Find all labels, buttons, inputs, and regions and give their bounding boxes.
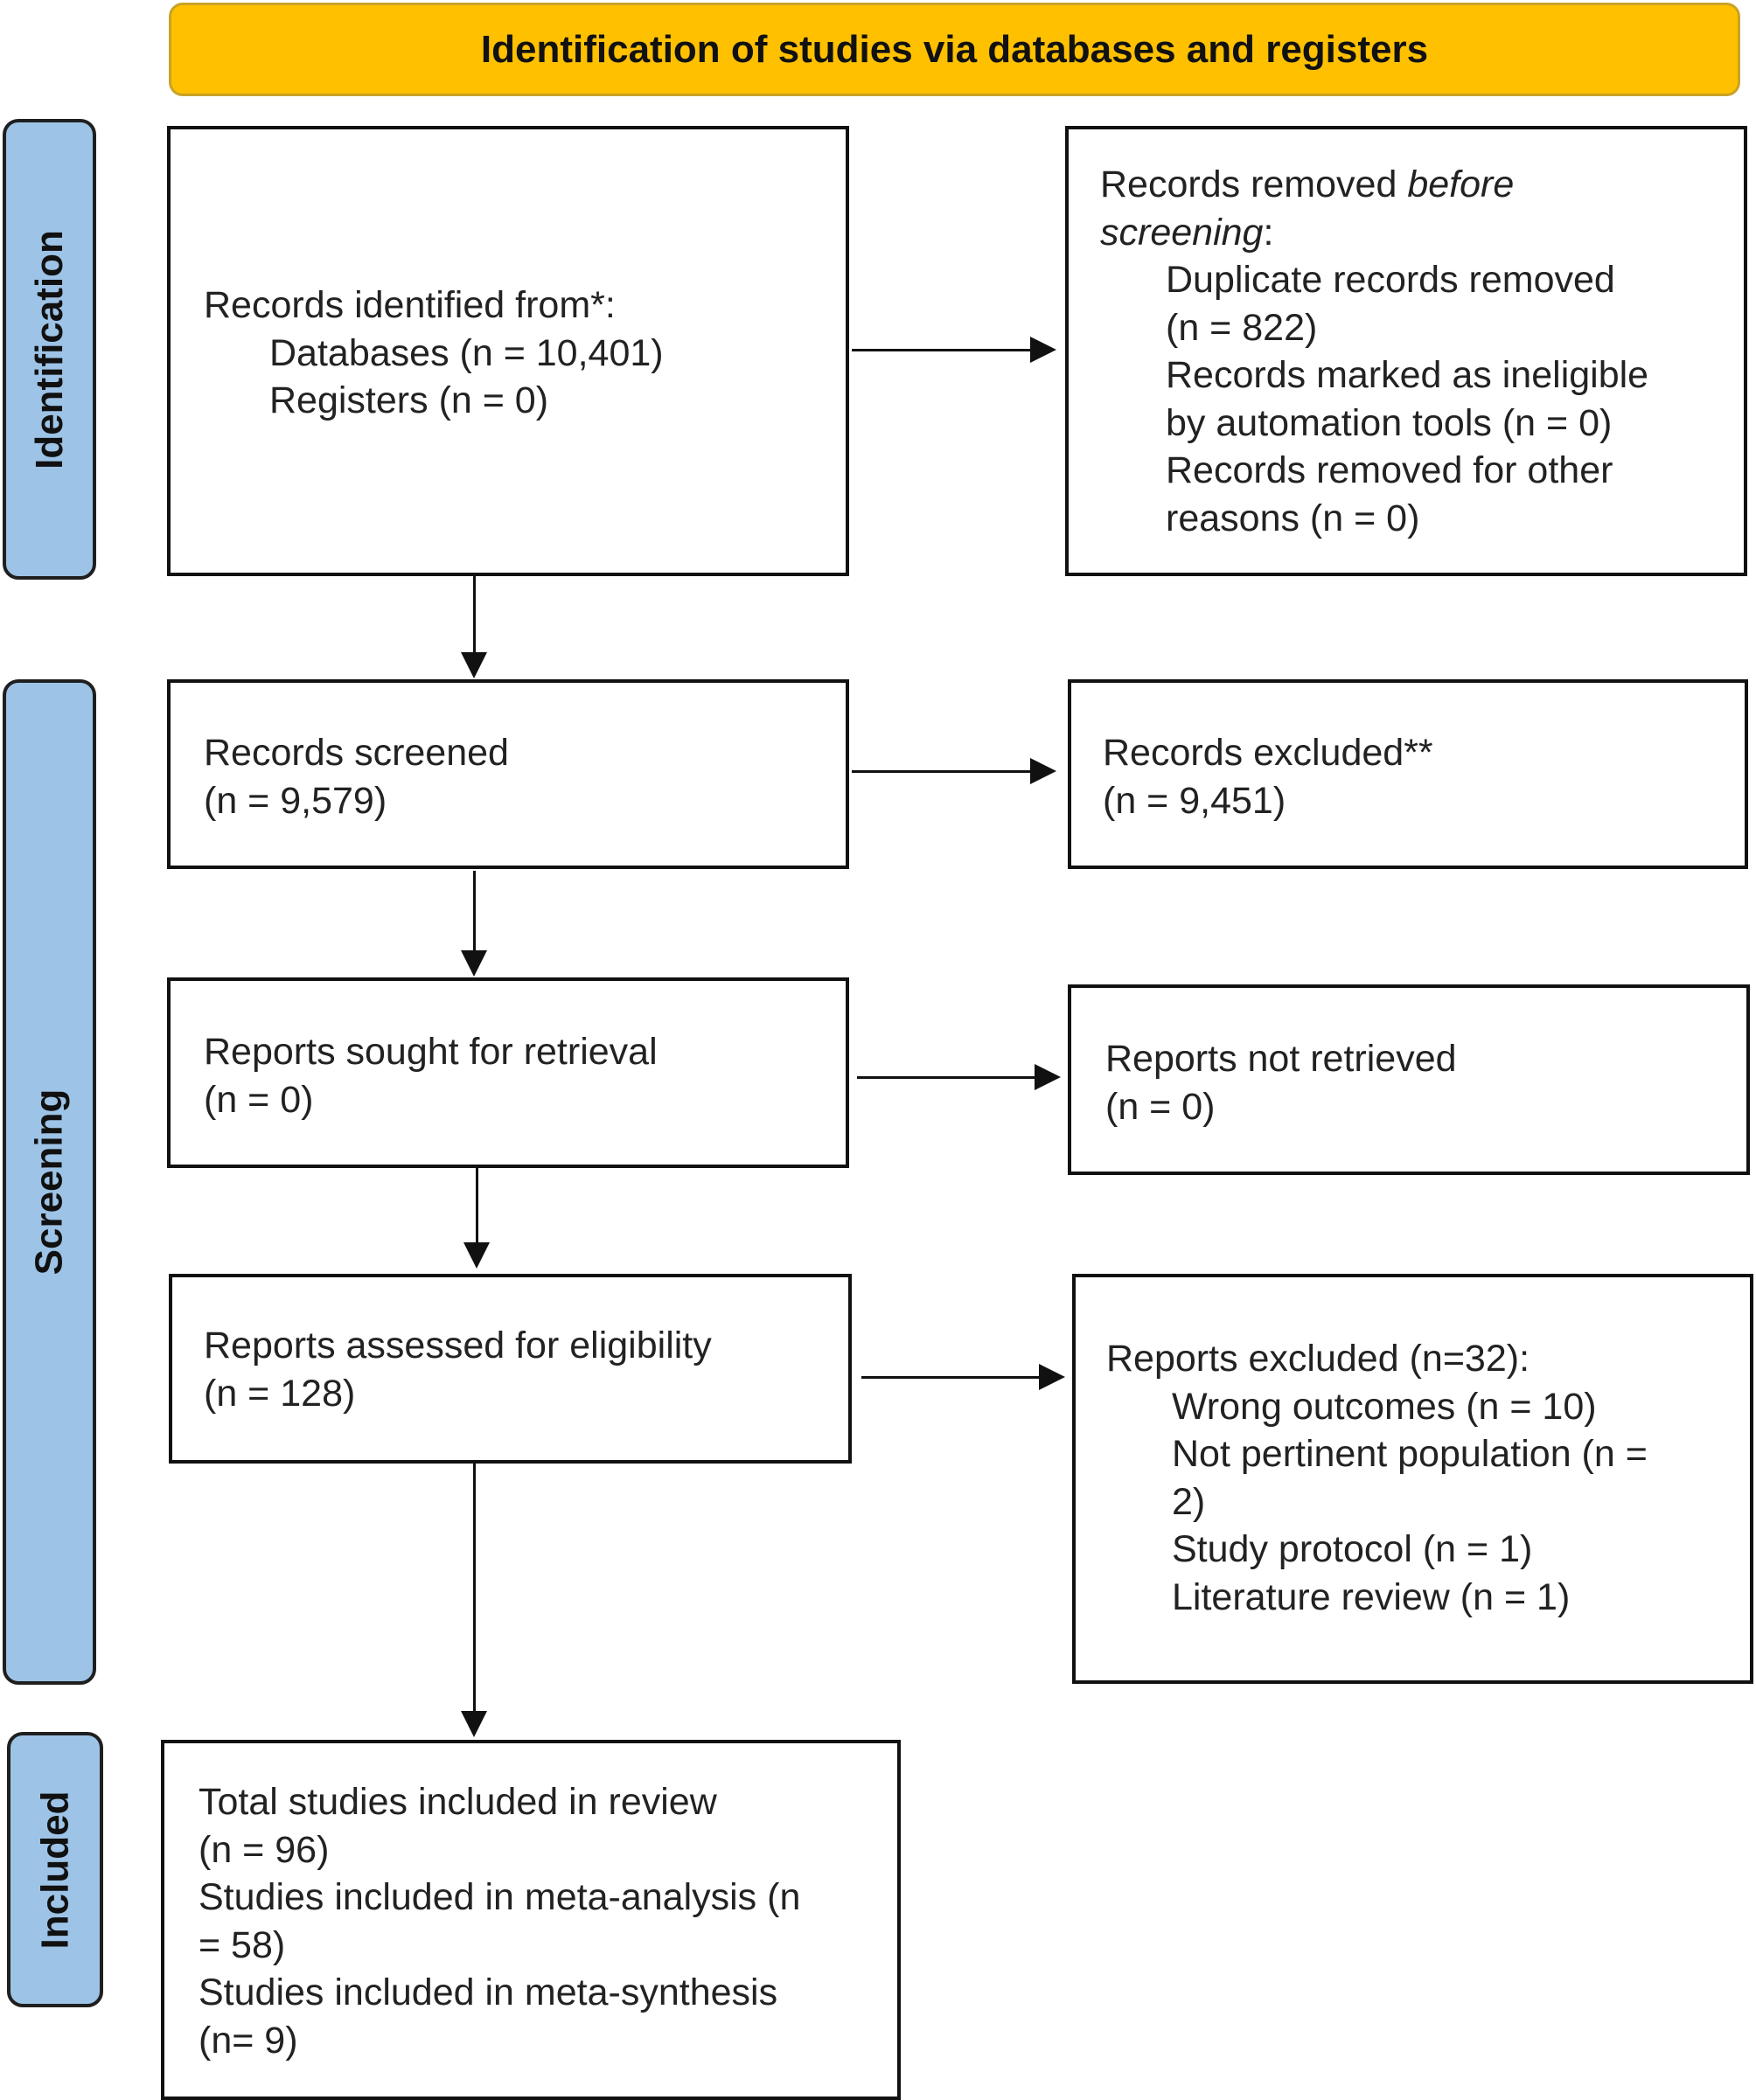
title-text: Identification of studies via databases … [480, 27, 1429, 71]
not-retrieved-count: (n = 0) [1105, 1085, 1216, 1128]
arrow-screened-to-excluded [852, 770, 1031, 773]
phase-label: Identification [27, 229, 71, 469]
arrow-assessed-to-included [473, 1464, 476, 1712]
sought-title: Reports sought for retrieval [204, 1031, 658, 1073]
reports-sought-box [167, 977, 849, 1168]
phase-label: Screening [27, 1088, 71, 1276]
included-line: Studies included in meta-synthesis [199, 1971, 778, 2013]
reports-assessed-text: Reports assessed for eligibility (n = 12… [204, 1322, 712, 1417]
reports-not-retrieved-box [1068, 984, 1750, 1175]
excluded-title: Records excluded** [1103, 732, 1433, 774]
arrow-identified-to-screened [473, 576, 476, 653]
arrow-identified-to-removed [852, 349, 1031, 351]
removed-line: Records marked as ineligible [1166, 354, 1649, 396]
removed-line: Records removed for other [1166, 449, 1613, 491]
arrowhead-right-icon [1030, 337, 1056, 363]
arrow-screened-to-sought [473, 871, 476, 951]
title-banner: Identification of studies via databases … [169, 3, 1740, 96]
included-line: Studies included in meta-analysis (n [199, 1876, 801, 1918]
identified-registers: Registers (n = 0) [269, 379, 549, 421]
reports-excluded-title: Reports excluded (n=32): [1106, 1338, 1530, 1380]
phase-included: Included [7, 1732, 103, 2007]
records-identified-text: Records identified from*: Databases (n =… [204, 282, 664, 425]
arrowhead-down-icon [461, 652, 487, 678]
reports-assessed-box [169, 1274, 852, 1464]
phase-identification: Identification [3, 119, 96, 580]
records-removed-text: Records removed before screening: Duplica… [1100, 161, 1648, 542]
arrowhead-right-icon [1030, 758, 1056, 784]
records-screened-box [167, 679, 849, 869]
removed-title-line2: screening: [1100, 211, 1274, 254]
reports-sought-text: Reports sought for retrieval (n = 0) [204, 1028, 658, 1123]
screened-title: Records screened [204, 732, 509, 774]
reports-excluded-line: 2) [1172, 1480, 1206, 1523]
records-excluded-text: Records excluded** (n = 9,451) [1103, 729, 1433, 824]
identified-title: Records identified from*: [204, 284, 616, 326]
records-excluded-box [1068, 679, 1748, 869]
removed-title-em: before [1407, 163, 1515, 205]
records-screened-text: Records screened (n = 9,579) [204, 729, 509, 824]
reports-not-retrieved-text: Reports not retrieved (n = 0) [1105, 1035, 1457, 1130]
records-identified-box [167, 126, 849, 576]
studies-included-box [161, 1740, 901, 2100]
included-line: (n= 9) [199, 2019, 298, 2062]
phase-label: Included [33, 1791, 76, 1949]
removed-line: by automation tools (n = 0) [1166, 401, 1613, 444]
included-line: (n = 96) [199, 1828, 330, 1871]
removed-title: Records removed [1100, 163, 1408, 205]
reports-excluded-line: Wrong outcomes (n = 10) [1172, 1385, 1597, 1428]
arrowhead-down-icon [463, 1242, 490, 1269]
arrowhead-right-icon [1039, 1364, 1065, 1390]
identified-databases: Databases (n = 10,401) [269, 331, 664, 374]
studies-included-text: Total studies included in review (n = 96… [199, 1778, 800, 2064]
assessed-count: (n = 128) [204, 1372, 356, 1415]
phase-screening: Screening [3, 679, 96, 1685]
removed-line: Duplicate records removed [1166, 259, 1615, 301]
reports-excluded-line: Study protocol (n = 1) [1172, 1528, 1533, 1570]
reports-excluded-text: Reports excluded (n=32): Wrong outcomes … [1106, 1335, 1648, 1621]
reports-excluded-box [1072, 1274, 1753, 1684]
arrow-sought-to-not-retrieved [857, 1076, 1035, 1079]
records-removed-box [1065, 126, 1747, 576]
arrow-assessed-to-excluded [861, 1376, 1040, 1379]
arrowhead-right-icon [1035, 1064, 1061, 1090]
arrowhead-down-icon [461, 1711, 487, 1737]
excluded-count: (n = 9,451) [1103, 779, 1286, 822]
sought-count: (n = 0) [204, 1078, 314, 1121]
reports-excluded-line: Literature review (n = 1) [1172, 1575, 1571, 1618]
removed-line: (n = 822) [1166, 306, 1318, 349]
arrowhead-down-icon [461, 950, 487, 977]
assessed-title: Reports assessed for eligibility [204, 1325, 712, 1366]
screened-count: (n = 9,579) [204, 779, 387, 822]
included-line: = 58) [199, 1923, 286, 1966]
reports-excluded-line: Not pertinent population (n = [1172, 1433, 1648, 1475]
removed-line: reasons (n = 0) [1166, 497, 1420, 539]
arrow-sought-to-assessed [476, 1168, 478, 1243]
not-retrieved-title: Reports not retrieved [1105, 1038, 1457, 1080]
included-line: Total studies included in review [199, 1781, 717, 1823]
